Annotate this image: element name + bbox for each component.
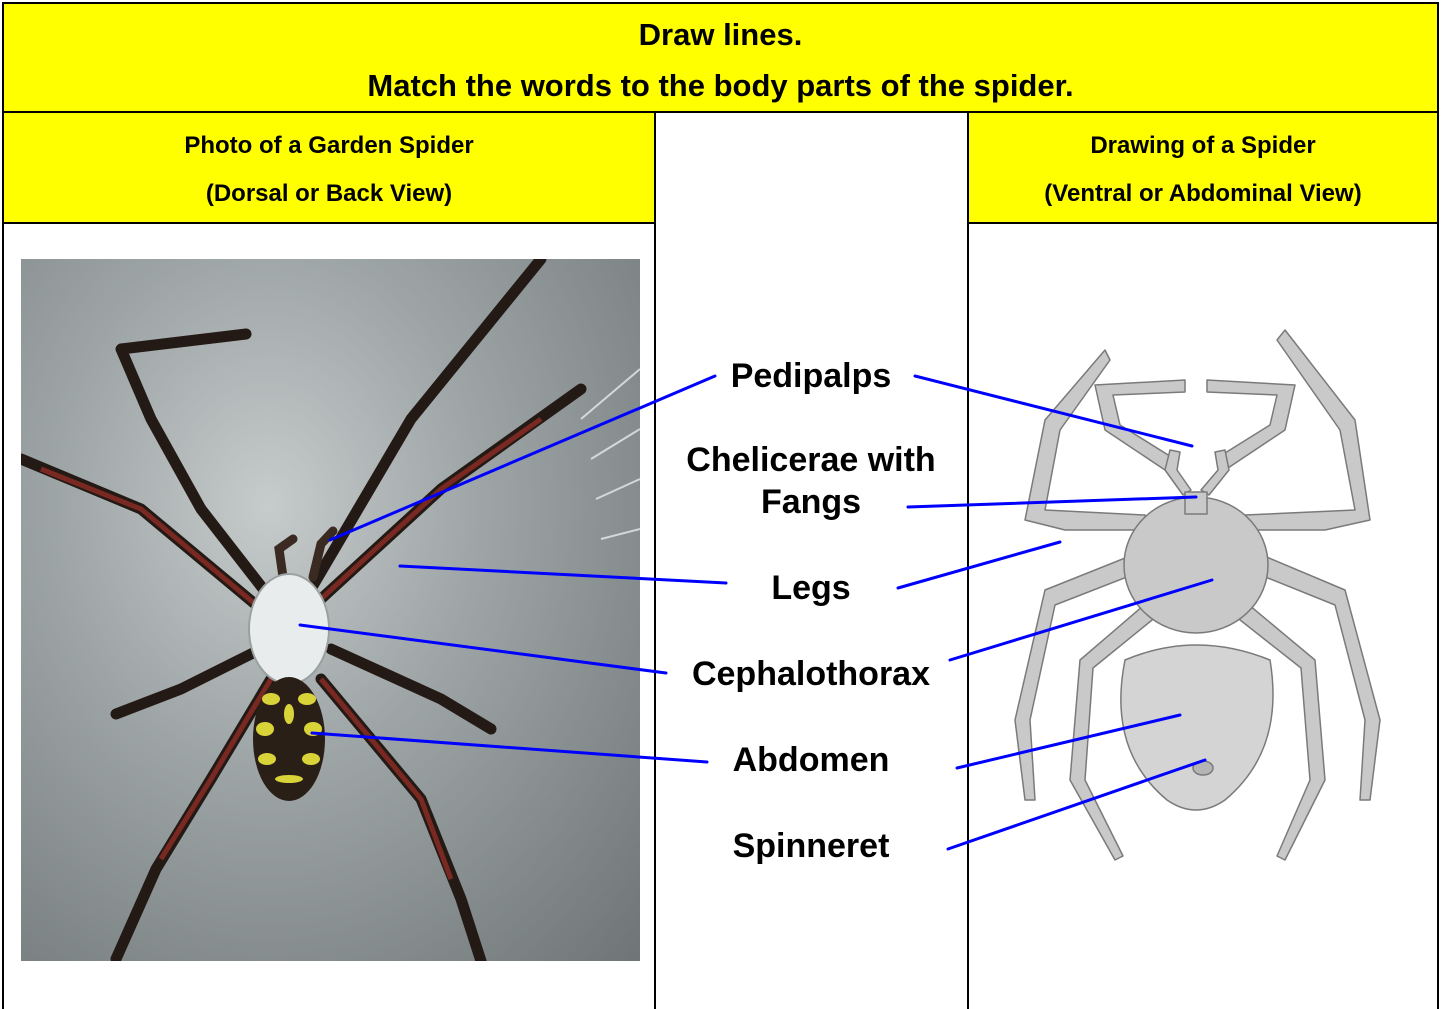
word-spinneret: Spinneret (661, 825, 961, 867)
word-chelicerae-line2: Fangs (661, 481, 961, 523)
word-cephalothorax: Cephalothorax (661, 653, 961, 695)
word-chelicerae-line1: Chelicerae with (661, 439, 961, 481)
line-pedipalps-photo (330, 376, 715, 540)
line-abdomen-drawing (957, 715, 1180, 768)
word-pedipalps: Pedipalps (661, 355, 961, 397)
word-legs: Legs (661, 567, 961, 609)
line-abdomen-photo (312, 733, 707, 762)
word-abdomen: Abdomen (661, 739, 961, 781)
line-cephalothorax-photo (300, 625, 666, 673)
line-spinneret-drawing (948, 760, 1205, 849)
line-cephalothorax-drawing (950, 580, 1212, 660)
